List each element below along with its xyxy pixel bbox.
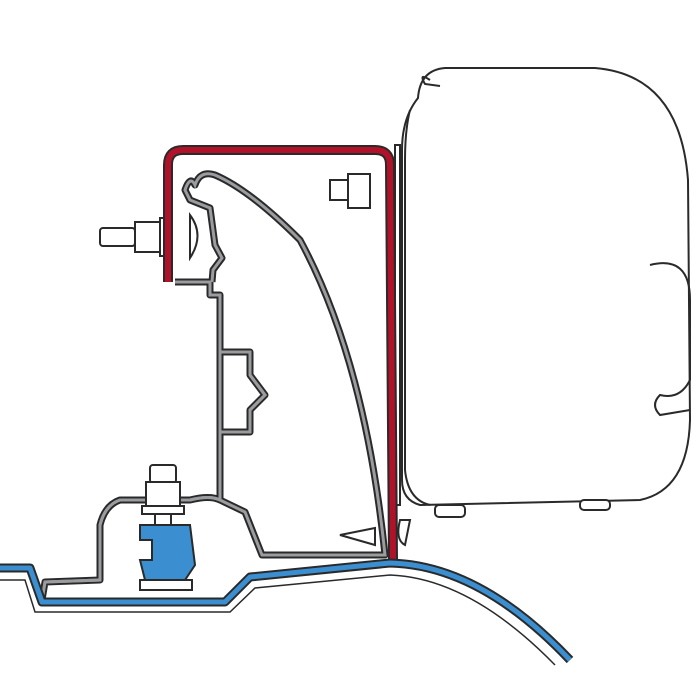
awning-housing bbox=[394, 67, 692, 547]
bolt-top-right bbox=[329, 173, 371, 209]
vehicle-roof bbox=[0, 560, 572, 662]
red-bracket bbox=[165, 147, 396, 561]
profile-lower-arm bbox=[40, 350, 267, 601]
vehicle-roof-inner-line bbox=[0, 574, 556, 666]
bolt-left bbox=[99, 211, 199, 262]
blue-clamp bbox=[138, 524, 197, 591]
profile-fill bbox=[42, 174, 385, 600]
awning-hook bbox=[421, 75, 441, 87]
